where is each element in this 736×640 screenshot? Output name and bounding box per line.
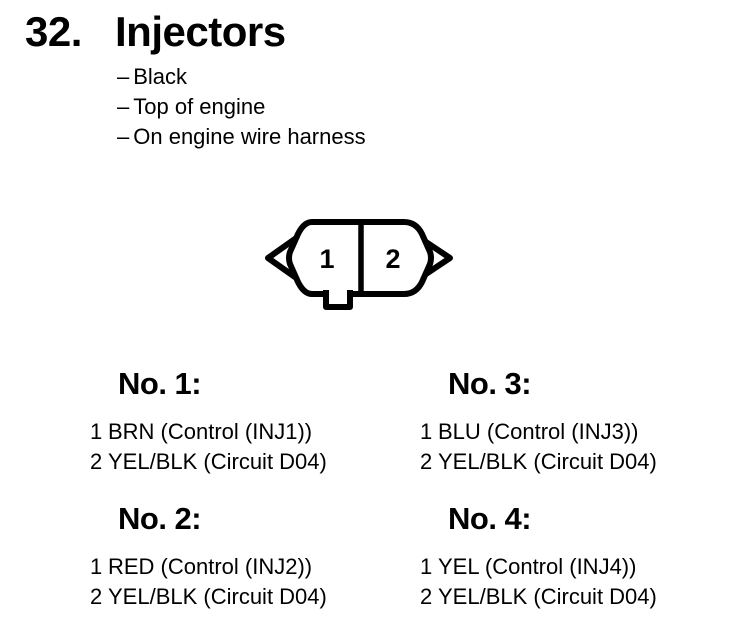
pin-number: 2 [90,449,103,474]
pin-number: 1 [420,419,433,444]
pin-number: 1 [90,554,103,579]
note-text: Top of engine [133,94,266,119]
page-title: Injectors [115,8,286,55]
pin-description: YEL (Control (INJ4)) [438,554,637,579]
connector-index-tab [323,290,353,310]
connector-pin-2-label: 2 [385,244,400,274]
section-header: 32. Injectors [25,8,286,56]
pinout-heading: No. 3: [448,366,532,401]
pinout-heading: No. 2: [118,501,202,536]
pin-row: 2 YEL/BLK (Circuit D04) [420,582,736,612]
pin-description: YEL/BLK (Circuit D04) [108,584,327,609]
note-item: – Top of engine [117,92,366,122]
pin-row: 1 BRN (Control (INJ1)) [90,417,430,447]
connector-pin-1-label: 1 [319,244,334,274]
pin-number: 2 [420,584,433,609]
pin-number: 2 [420,449,433,474]
pinout-heading: No. 1: [118,366,202,401]
note-text: Black [133,64,188,89]
note-dash: – [117,124,130,149]
pin-row: 1 BLU (Control (INJ3)) [420,417,736,447]
pin-description: YEL/BLK (Circuit D04) [108,449,327,474]
pin-row: 2 YEL/BLK (Circuit D04) [90,447,430,477]
pin-description: BRN (Control (INJ1)) [108,419,313,444]
note-item: – On engine wire harness [117,122,366,152]
note-text: On engine wire harness [133,124,366,149]
pinout-section-no2: No. 2: 1 RED (Control (INJ2)) 2 YEL/BLK … [90,503,430,612]
pinout-section-no4: No. 4: 1 YEL (Control (INJ4)) 2 YEL/BLK … [420,503,736,612]
pin-row: 1 YEL (Control (INJ4)) [420,552,736,582]
pin-description: BLU (Control (INJ3)) [438,419,639,444]
connector-drawing: 1 2 [265,219,453,310]
pin-description: RED (Control (INJ2)) [108,554,313,579]
pin-row: 2 YEL/BLK (Circuit D04) [420,447,736,477]
pinout-section-no1: No. 1: 1 BRN (Control (INJ1)) 2 YEL/BLK … [90,368,430,477]
pin-number: 2 [90,584,103,609]
note-dash: – [117,94,130,119]
pin-row: 1 RED (Control (INJ2)) [90,552,430,582]
pinout-heading: No. 4: [448,501,532,536]
connector-diagram: 1 2 [258,212,458,317]
pin-number: 1 [420,554,433,579]
pin-number: 1 [90,419,103,444]
pin-description: YEL/BLK (Circuit D04) [438,584,657,609]
section-number: 32. [25,8,82,55]
note-item: – Black [117,62,366,92]
pin-row: 2 YEL/BLK (Circuit D04) [90,582,430,612]
note-dash: – [117,64,130,89]
pinout-column-left: No. 1: 1 BRN (Control (INJ1)) 2 YEL/BLK … [90,368,430,612]
pin-description: YEL/BLK (Circuit D04) [438,449,657,474]
notes-list: – Black – Top of engine – On engine wire… [117,62,366,152]
pinout-column-right: No. 3: 1 BLU (Control (INJ3)) 2 YEL/BLK … [420,368,736,612]
pinout-section-no3: No. 3: 1 BLU (Control (INJ3)) 2 YEL/BLK … [420,368,736,477]
